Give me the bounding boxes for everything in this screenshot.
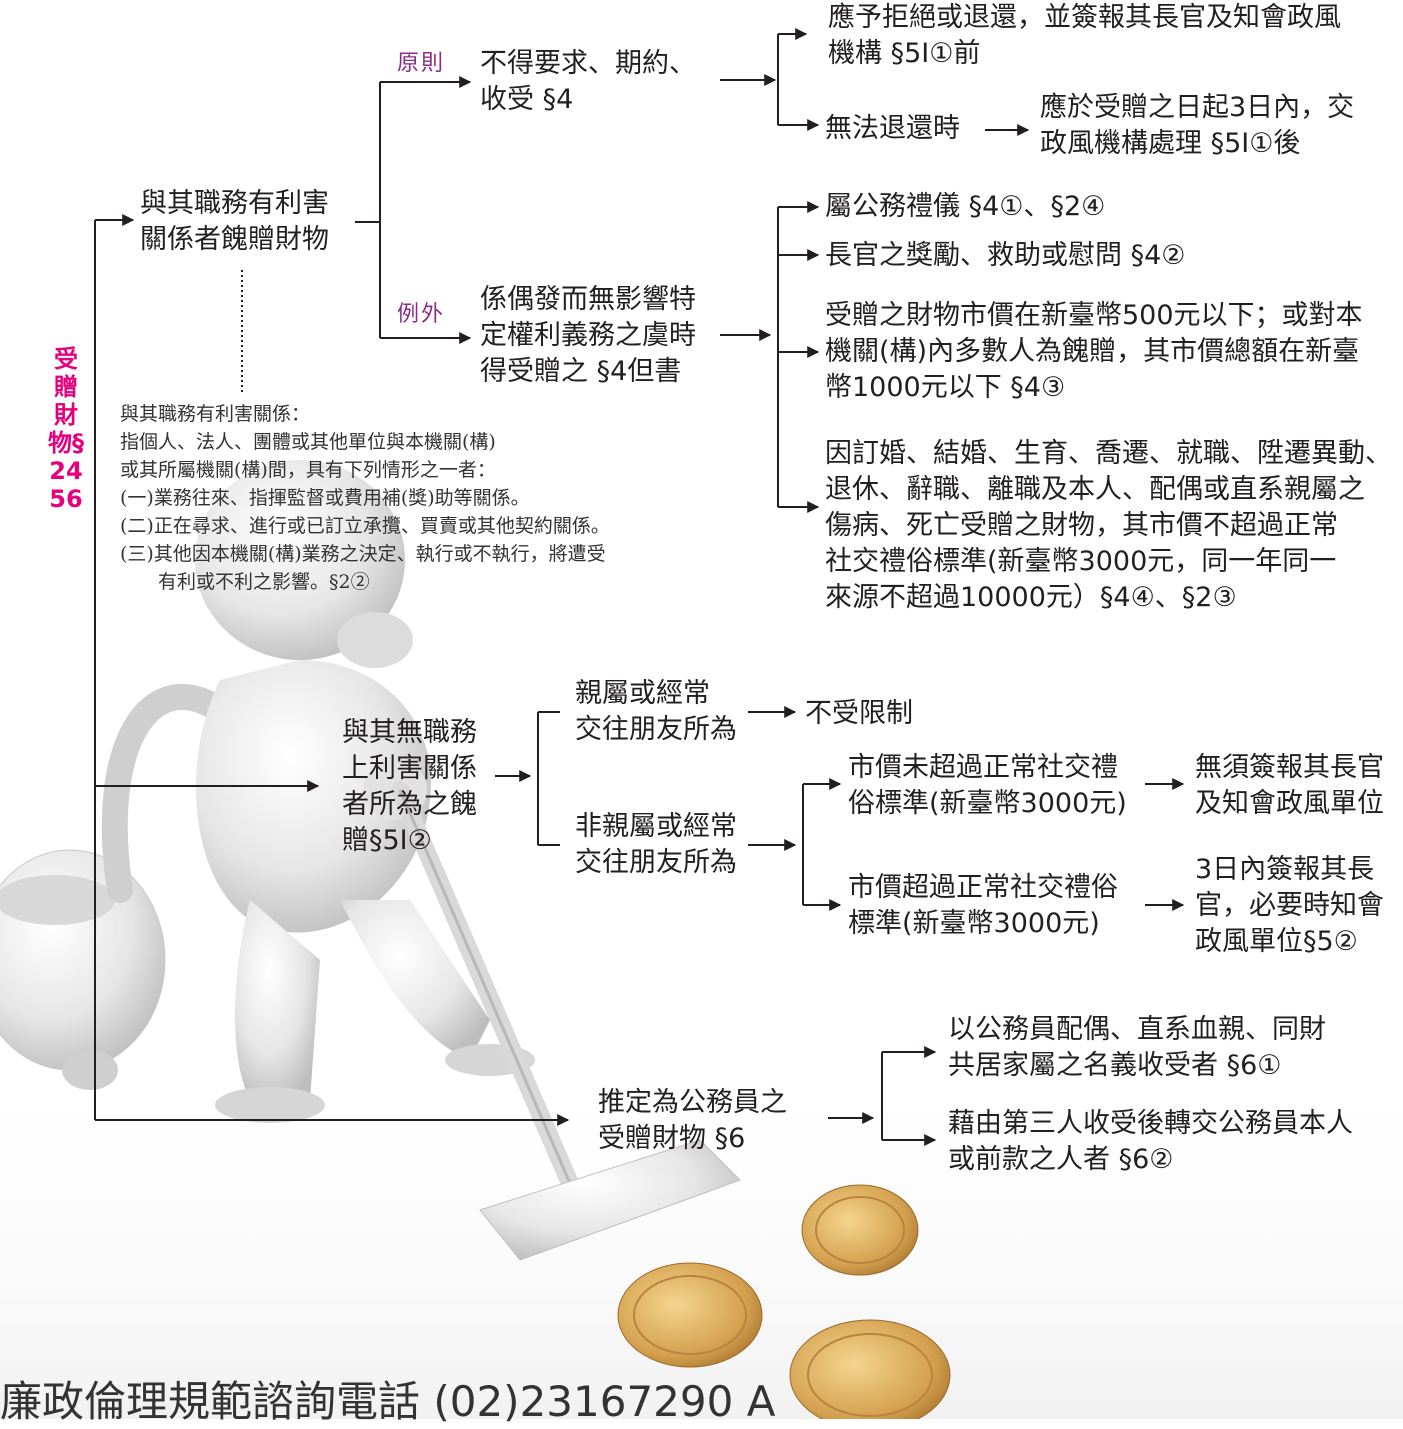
branch-no-interest-label: 與其無職務 上利害關係 者所為之餽 贈§5Ⅰ② [342,717,477,856]
exception-result-value-limit: 受贈之財物市價在新臺幣500元以下；或對本 機關(構)內多數人為餽贈，其市價總額… [825,300,1363,403]
principle-result-cannot-return: 無法退還時 [825,113,960,144]
footer-hotline: 廉政倫理規範諮詢電話 (02)23167290 A [0,1377,776,1426]
relative-result: 不受限制 [805,698,913,729]
exception-result-ceremony: 因訂婚、結婚、生育、喬遷、就職、陞遷異動、 退休、辭職、離職及本人、配偶或直系親… [825,438,1392,613]
over-standard-result: 3日內簽報其長 官，必要時知會 政風單位§5② [1195,854,1384,957]
cannot-return-result: 應於受贈之日起3日內，交 政風機構處理 §5Ⅰ①後 [1040,92,1355,159]
vacuum-cleaner-body [0,849,166,1090]
principle-text: 不得要求、期約、 收受 §4 [480,48,696,115]
exception-result-reward: 長官之獎勵、救助或慰問 §4② [825,240,1186,271]
exception-result-courtesy: 屬公務禮儀 §4①、§2④ [825,191,1106,222]
principle-result-refuse: 應予拒絕或退還，並簽報其長官及知會政風 機構 §5Ⅰ①前 [828,2,1341,69]
branch-presumed-label: 推定為公務員之 受贈財物 §6 [598,1087,787,1154]
presumed-result-family: 以公務員配偶、直系血親、同財 共居家屬之名義收受者 §6① [948,1014,1326,1081]
root-label: 受贈財物§2456 [48,345,84,513]
branch-interest-label: 與其職務有利害 關係者餽贈財物 [140,188,329,255]
presumed-result-third-party: 藉由第三人收受後轉交公務員本人 或前款之人者 §6② [948,1108,1353,1175]
exception-text: 係偶發而無影響特 定權利義務之虞時 得受贈之 §4但書 [480,284,696,387]
definition-note: 與其職務有利害關係： 指個人、法人、團體或其他單位與本機關(構) 或其所屬機關(… [120,403,610,593]
under-standard-result: 無須簽報其長官 及知會政風單位 [1195,752,1384,819]
white-figure [195,460,535,1123]
coins [617,1184,951,1419]
under-standard-text: 市價未超過正常社交禮 俗標準(新臺幣3000元) [848,752,1127,819]
exception-tag: 例外 [397,302,446,327]
non-relative-text: 非親屬或經常 交往朋友所為 [575,811,737,878]
principle-tag: 原則 [397,51,446,76]
vacuum-nozzle [479,1139,741,1261]
relative-text: 親屬或經常 交往朋友所為 [575,678,737,745]
over-standard-text: 市價超過正常社交禮俗 標準(新臺幣3000元) [848,872,1118,939]
